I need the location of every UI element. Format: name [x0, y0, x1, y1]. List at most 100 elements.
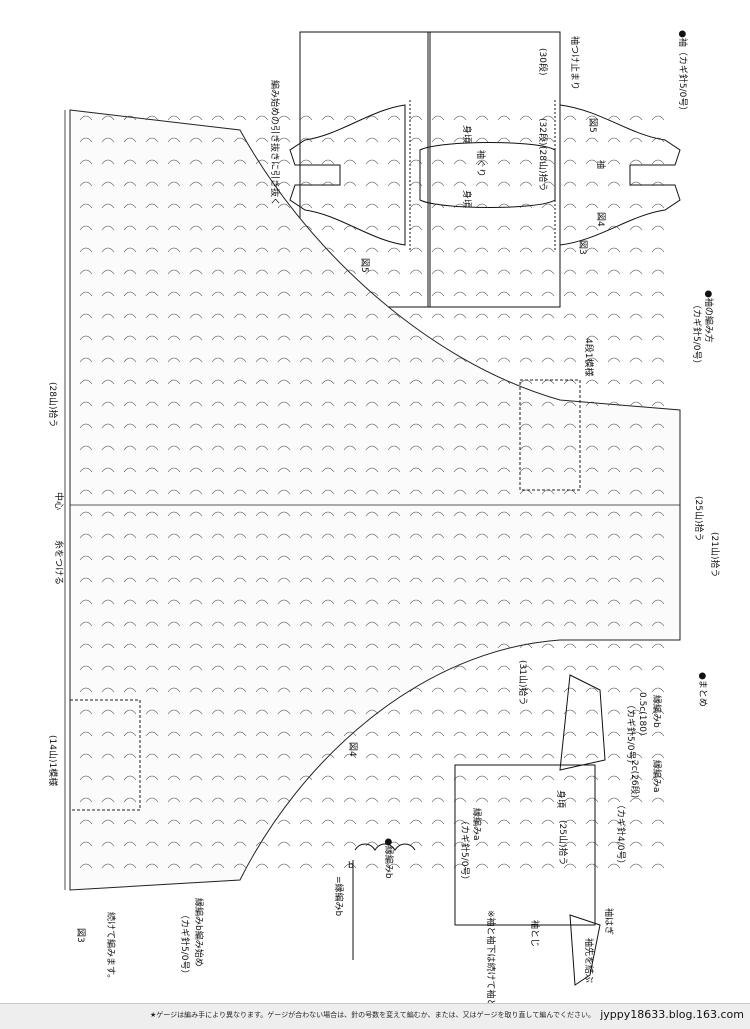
- mesh-loop: [453, 643, 467, 649]
- mesh-loop: [387, 203, 401, 209]
- mesh-loop: [255, 269, 269, 275]
- mesh-loop: [189, 841, 203, 847]
- mesh-loop: [123, 665, 137, 671]
- mesh-loop: [453, 159, 467, 165]
- mesh-loop: [79, 731, 93, 737]
- mesh-loop: [299, 665, 313, 671]
- mesh-loop: [519, 731, 533, 737]
- mesh-loop: [409, 643, 423, 649]
- mesh-loop: [387, 599, 401, 605]
- mesh-loop: [475, 269, 489, 275]
- mesh-loop: [365, 489, 379, 495]
- mesh-loop: [189, 401, 203, 407]
- mesh-loop: [453, 291, 467, 297]
- mesh-loop: [277, 797, 291, 803]
- mesh-loop: [651, 225, 665, 231]
- mesh-loop: [79, 533, 93, 539]
- mesh-loop: [409, 335, 423, 341]
- mesh-loop: [629, 291, 643, 297]
- mesh-loop: [409, 181, 423, 187]
- mesh-loop: [519, 511, 533, 517]
- mesh-loop: [211, 225, 225, 231]
- mesh-loop: [343, 445, 357, 451]
- mesh-loop: [101, 137, 115, 143]
- mesh-loop: [123, 863, 137, 869]
- footer-note: ★ゲージは編み手により異なります。ゲージが合わない場合は、針の号数を変えて編むか…: [150, 1011, 595, 1019]
- finishing-edging-b-spec: 0.5c(180): [637, 692, 647, 735]
- mesh-loop: [585, 379, 599, 385]
- finishing-heading: ●まとめ: [697, 672, 708, 707]
- mesh-loop: [497, 159, 511, 165]
- mesh-loop: [233, 159, 247, 165]
- mesh-loop: [101, 401, 115, 407]
- mesh-loop: [255, 181, 269, 187]
- mesh-loop: [365, 797, 379, 803]
- mesh-loop: [299, 687, 313, 693]
- mesh-loop: [629, 709, 643, 715]
- mesh-loop: [519, 599, 533, 605]
- mesh-loop: [167, 643, 181, 649]
- mesh-loop: [409, 357, 423, 363]
- mesh-loop: [79, 599, 93, 605]
- mesh-loop: [211, 489, 225, 495]
- mesh-loop: [321, 753, 335, 759]
- mesh-loop: [387, 423, 401, 429]
- mesh-loop: [475, 775, 489, 781]
- mesh-loop: [167, 863, 181, 869]
- mesh-loop: [79, 709, 93, 715]
- mesh-loop: [541, 137, 555, 143]
- mesh-loop: [497, 533, 511, 539]
- mesh-loop: [629, 577, 643, 583]
- mesh-loop: [189, 533, 203, 539]
- mesh-loop: [343, 555, 357, 561]
- mesh-loop: [343, 137, 357, 143]
- mesh-loop: [233, 797, 247, 803]
- mesh-loop: [453, 269, 467, 275]
- mesh-loop: [299, 181, 313, 187]
- mesh-loop: [651, 159, 665, 165]
- mesh-loop: [101, 819, 115, 825]
- mesh-loop: [277, 115, 291, 121]
- mesh-loop: [651, 533, 665, 539]
- mesh-loop: [79, 511, 93, 517]
- mesh-loop: [101, 181, 115, 187]
- mesh-loop: [189, 137, 203, 143]
- mesh-loop: [299, 137, 313, 143]
- mesh-loop: [101, 269, 115, 275]
- mesh-loop: [629, 797, 643, 803]
- mesh-loop: [189, 511, 203, 517]
- mesh-loop: [431, 863, 445, 869]
- mesh-loop: [123, 313, 137, 319]
- mesh-loop: [255, 357, 269, 363]
- finishing-seam-join: 袖とじ: [529, 920, 541, 947]
- mesh-loop: [387, 709, 401, 715]
- mesh-loop: [607, 203, 621, 209]
- mesh-loop: [387, 137, 401, 143]
- mesh-loop: [167, 181, 181, 187]
- mesh-loop: [343, 181, 357, 187]
- mesh-loop: [321, 863, 335, 869]
- edging-b-symbol: [352, 843, 416, 960]
- mesh-loop: [651, 379, 665, 385]
- mesh-loop: [629, 863, 643, 869]
- mesh-loop: [585, 115, 599, 121]
- mesh-loop: [475, 841, 489, 847]
- mesh-loop: [563, 555, 577, 561]
- mesh-loop: [343, 225, 357, 231]
- mesh-loop: [343, 687, 357, 693]
- mesh-loop: [475, 599, 489, 605]
- mesh-loop: [409, 489, 423, 495]
- mesh-loop: [101, 753, 115, 759]
- mesh-loop: [343, 379, 357, 385]
- mesh-loop: [321, 709, 335, 715]
- mesh-loop: [519, 643, 533, 649]
- mesh-loop: [431, 181, 445, 187]
- mesh-loop: [497, 291, 511, 297]
- mesh-loop: [167, 555, 181, 561]
- mesh-loop: [409, 621, 423, 627]
- mesh-loop: [497, 467, 511, 473]
- mesh-loop: [453, 621, 467, 627]
- mesh-loop: [651, 467, 665, 473]
- mesh-loop: [277, 555, 291, 561]
- mesh-loop: [189, 665, 203, 671]
